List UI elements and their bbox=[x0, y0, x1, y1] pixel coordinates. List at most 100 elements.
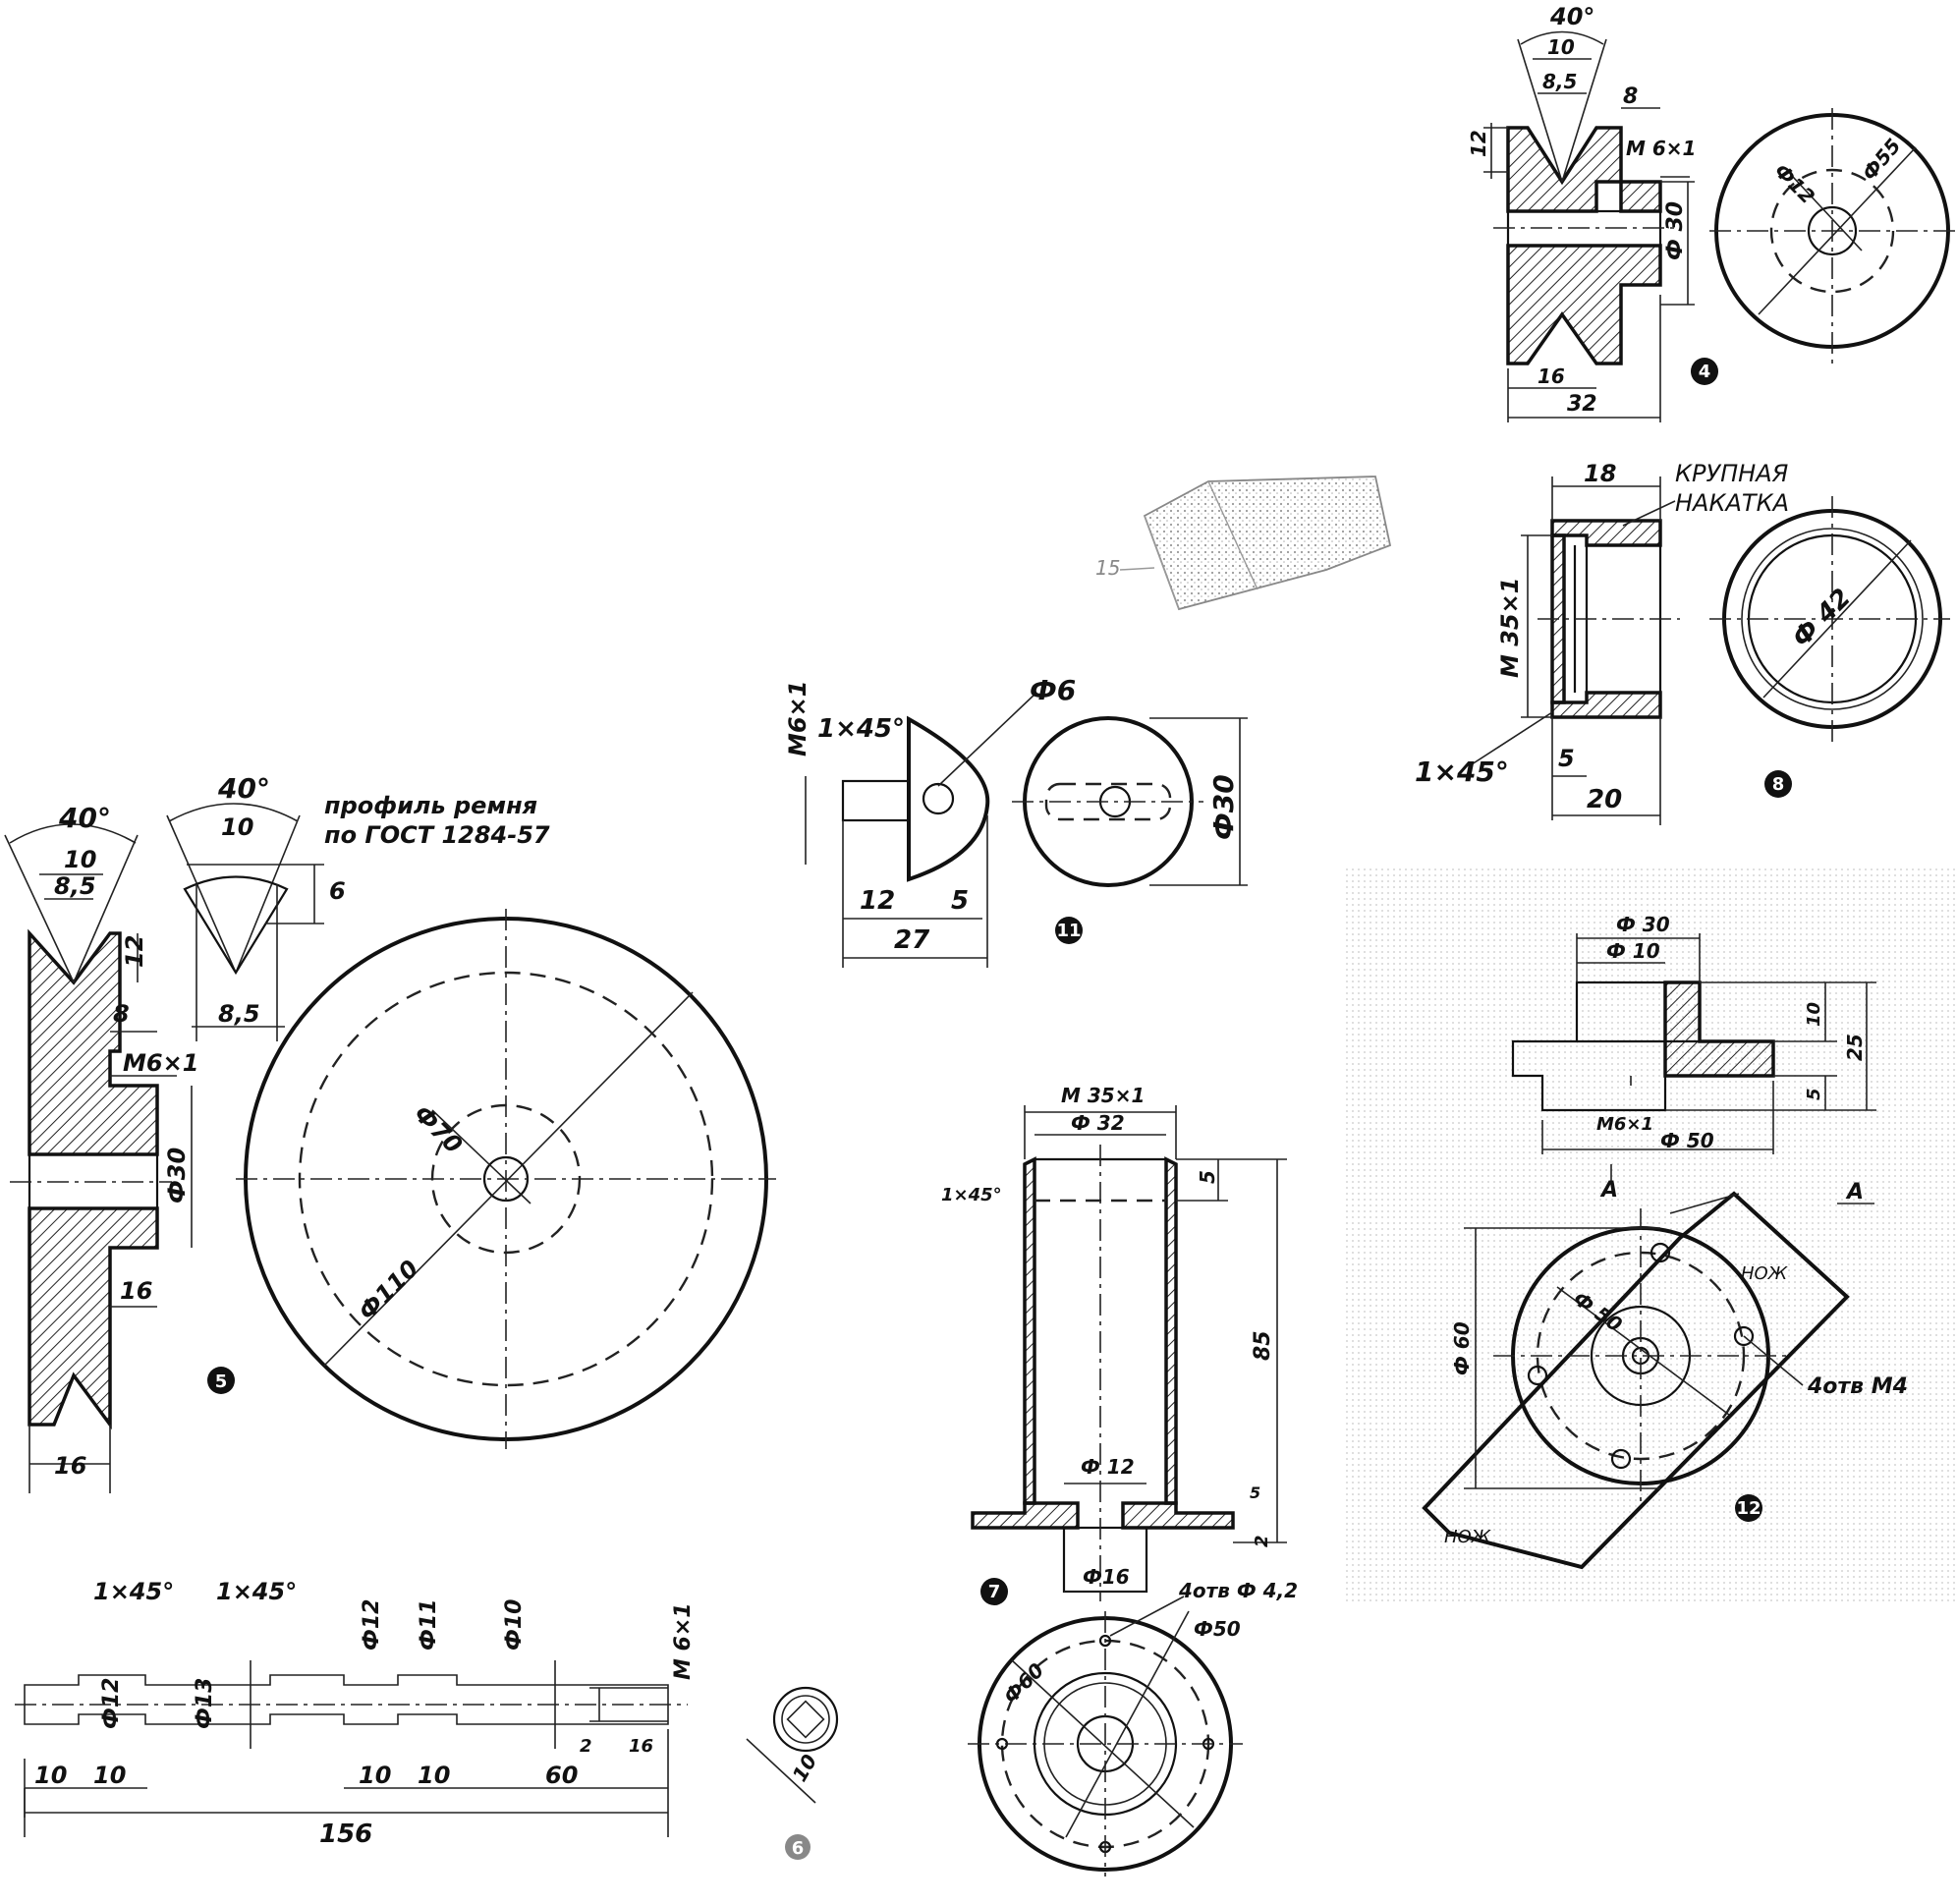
part7-d16: Ф16 bbox=[1083, 1565, 1130, 1589]
shaft-sq10: 10 bbox=[788, 1750, 822, 1785]
part11-w27: 27 bbox=[894, 925, 930, 955]
part8-drawing bbox=[1468, 476, 1950, 825]
shaft-w10c: 10 bbox=[359, 1762, 391, 1789]
part11-w5: 5 bbox=[951, 886, 969, 916]
part12-number-badge bbox=[1735, 1494, 1762, 1522]
part8-note-1: КРУПНАЯ bbox=[1675, 460, 1789, 487]
part5-w16a: 16 bbox=[120, 1277, 152, 1305]
shaft-d10: Ф10 bbox=[502, 1599, 527, 1651]
belt-w8_5: 8,5 bbox=[218, 1000, 260, 1028]
part4-d12: Ф12 bbox=[1769, 159, 1819, 209]
part8-w5: 5 bbox=[1558, 745, 1575, 772]
part15-label: 15 bbox=[1095, 556, 1120, 580]
part12-h5: 5 bbox=[1804, 1088, 1824, 1100]
part7-h5: 5 bbox=[1196, 1170, 1219, 1184]
part8-thread: M 35×1 bbox=[1496, 578, 1524, 678]
part11-number-badge bbox=[1055, 917, 1083, 944]
belt-caption-2: по ГОСТ 1284-57 bbox=[324, 821, 550, 849]
part4-number-badge bbox=[1691, 358, 1718, 385]
shaft-w2: 2 bbox=[580, 1736, 592, 1757]
part4-angle: 40° bbox=[1549, 3, 1594, 30]
part11-d30: Ф30 bbox=[1207, 774, 1240, 840]
part12-h10: 10 bbox=[1804, 1002, 1824, 1027]
part7-holes: 4отв Ф 4,2 bbox=[1178, 1579, 1298, 1602]
part5-d30: Ф30 bbox=[163, 1148, 191, 1204]
part12-drawing bbox=[1422, 933, 1876, 1570]
part12-knife-1: НОЖ bbox=[1741, 1263, 1788, 1284]
part15-sketch bbox=[1119, 476, 1392, 611]
part12-sect-a: А bbox=[1599, 1178, 1618, 1203]
part7-chamfer: 1×45° bbox=[941, 1185, 1002, 1205]
shaft-w10a: 10 bbox=[34, 1762, 67, 1789]
part5-angle: 40° bbox=[58, 802, 111, 834]
part12-d60: Ф 60 bbox=[1450, 1321, 1474, 1375]
part5-w10: 10 bbox=[64, 846, 96, 873]
part11-number: 11 bbox=[1056, 921, 1081, 941]
part4-h12: 12 bbox=[1467, 130, 1490, 157]
part7-number: 7 bbox=[988, 1582, 1001, 1602]
part7-thread: M 35×1 bbox=[1061, 1084, 1145, 1107]
shaft-number-badge bbox=[785, 1834, 811, 1860]
part11-chamfer: 1×45° bbox=[817, 714, 905, 744]
part5-number: 5 bbox=[215, 1372, 228, 1392]
part12-knife-2: НОЖ bbox=[1444, 1527, 1491, 1547]
part5-number-badge bbox=[207, 1367, 235, 1394]
part4-w8_5: 8,5 bbox=[1542, 70, 1577, 93]
part11-w12: 12 bbox=[860, 886, 895, 916]
part12-h25: 25 bbox=[1843, 1034, 1867, 1061]
part4-w10: 10 bbox=[1547, 35, 1575, 59]
shaft-w10b: 10 bbox=[93, 1762, 126, 1789]
part5-w16b: 16 bbox=[54, 1452, 86, 1480]
part12-d30: Ф 30 bbox=[1616, 913, 1670, 936]
shaft-thread: M 6×1 bbox=[671, 1602, 696, 1680]
part4-thread: M 6×1 bbox=[1626, 137, 1696, 160]
shaft-d12a: Ф12 bbox=[99, 1678, 124, 1729]
shaft-w156: 156 bbox=[319, 1820, 372, 1849]
part12-d10: Ф 10 bbox=[1606, 939, 1660, 963]
part11-thread: M6×1 bbox=[784, 681, 811, 756]
shaft-chamfer-1: 1×45° bbox=[93, 1578, 174, 1605]
part7-d50: Ф50 bbox=[1194, 1617, 1241, 1641]
part5-w8_5: 8,5 bbox=[54, 872, 96, 900]
part5-d110: Ф110 bbox=[353, 1255, 423, 1325]
part4-w16: 16 bbox=[1538, 364, 1565, 388]
part11-d6: Ф6 bbox=[1030, 674, 1076, 706]
part5-pulley-drawing bbox=[4, 803, 776, 1493]
part7-h2: 2 bbox=[1252, 1535, 1272, 1547]
part5-thread: M6×1 bbox=[123, 1049, 198, 1077]
part5-section-bottom bbox=[28, 1206, 159, 1430]
part8-w18: 18 bbox=[1584, 460, 1616, 487]
part5-w8: 8 bbox=[113, 1000, 130, 1028]
part8-number: 8 bbox=[1772, 774, 1785, 795]
part7-drawing bbox=[968, 1105, 1287, 1876]
part8-note-2: НАКАТКА bbox=[1675, 489, 1789, 517]
part5-h12: 12 bbox=[121, 935, 148, 968]
part7-number-badge bbox=[980, 1578, 1008, 1605]
shaft-w10d: 10 bbox=[418, 1762, 450, 1789]
part7-h85: 85 bbox=[1251, 1330, 1275, 1361]
part11-drawing bbox=[805, 692, 1248, 968]
part12-thread: M6×1 bbox=[1596, 1114, 1653, 1135]
belt-w10: 10 bbox=[221, 813, 253, 841]
part7-d32: Ф 32 bbox=[1071, 1111, 1125, 1135]
shaft-d13: Ф13 bbox=[193, 1678, 217, 1729]
part12-view-a: А bbox=[1845, 1180, 1864, 1204]
part8-number-badge bbox=[1764, 770, 1792, 798]
part4-w32: 32 bbox=[1567, 392, 1597, 417]
part12-d50: Ф 50 bbox=[1660, 1129, 1714, 1152]
part8-chamfer: 1×45° bbox=[1415, 756, 1509, 788]
shaft-d12b: Ф12 bbox=[360, 1599, 384, 1651]
shaft-drawing bbox=[15, 1660, 839, 1860]
part7-d12: Ф 12 bbox=[1081, 1455, 1135, 1479]
part4-number: 4 bbox=[1699, 362, 1711, 382]
shaft-chamfer-2: 1×45° bbox=[216, 1578, 297, 1605]
belt-angle: 40° bbox=[217, 772, 270, 805]
shaft-w60: 60 bbox=[545, 1762, 578, 1789]
shaft-number: 6 bbox=[792, 1838, 805, 1859]
part12-holes: 4отв М4 bbox=[1807, 1374, 1908, 1399]
part12-screen-tone bbox=[1346, 867, 1957, 1603]
part4-d30: Ф 30 bbox=[1663, 201, 1688, 260]
shaft-w16: 16 bbox=[629, 1736, 653, 1757]
part4-w8: 8 bbox=[1623, 84, 1638, 109]
belt-profile bbox=[166, 803, 324, 1041]
